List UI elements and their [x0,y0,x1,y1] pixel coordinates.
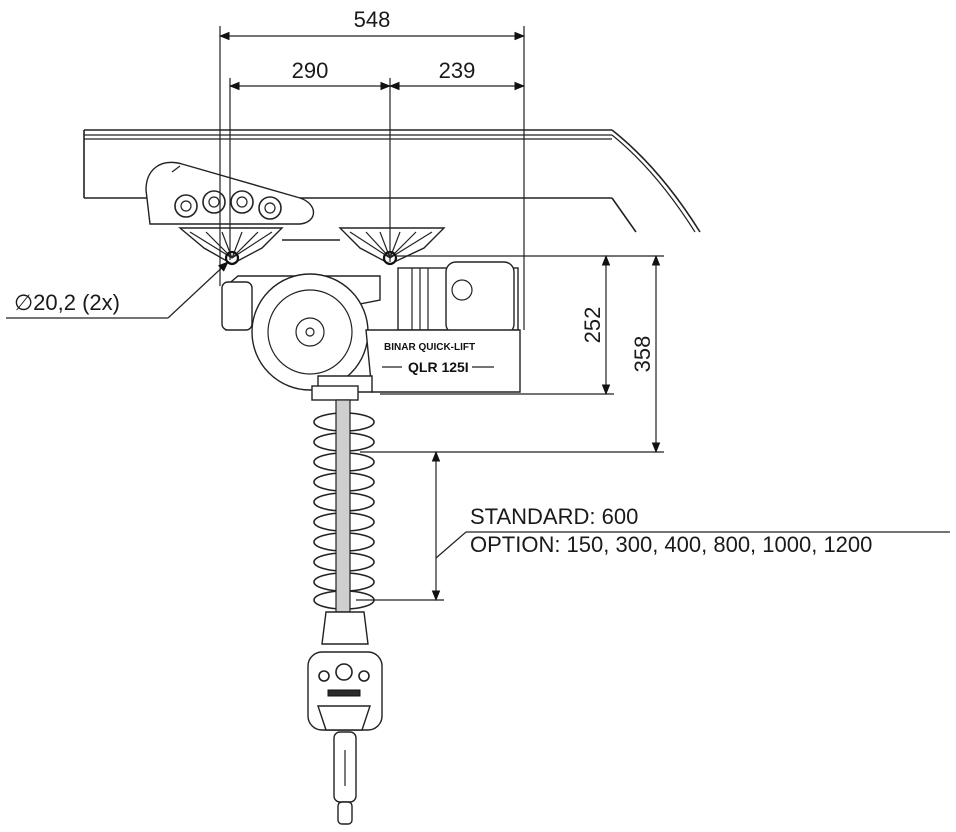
right-bracket [338,227,446,266]
hoist-body [221,261,521,401]
dim-height-unit: 252 [580,307,605,344]
pendant-handle [307,611,383,825]
left-bracket [178,227,284,266]
brand-label: BINAR QUICK-LIFT [384,342,475,353]
dim-overall-width: 548 [354,7,391,32]
hose-note-leader [435,531,467,559]
dim-height-total: 358 [630,336,655,373]
hose-standard-note: STANDARD: 600 [470,504,638,529]
dim-left-span: 290 [292,58,329,83]
dim-right-span: 239 [439,58,476,83]
spiral-hose [313,399,375,613]
model-label: QLR 125I [408,359,469,375]
diameter-leader [167,261,229,319]
dim-hole-diameter: ∅20,2 (2x) [14,290,120,315]
hose-option-note: OPTION: 150, 300, 400, 800, 1000, 1200 [470,532,872,557]
